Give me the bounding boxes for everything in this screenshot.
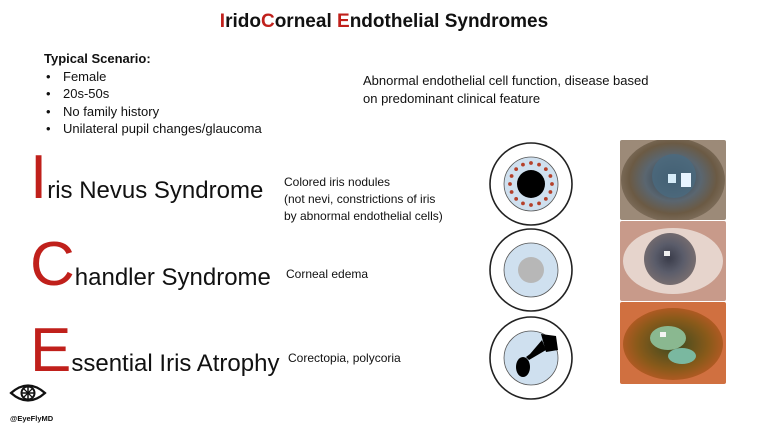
note-line: Corneal edema — [286, 267, 369, 281]
syndrome-name: ris Nevus Syndrome — [47, 177, 264, 204]
description-text: Abnormal endothelial cell function, dise… — [363, 73, 649, 106]
eye-logo-icon — [9, 384, 47, 402]
scenario-heading: Typical Scenario: — [44, 51, 151, 66]
list-item: Unilateral pupil changes/glaucoma — [44, 120, 262, 138]
syndrome-letter: C — [30, 230, 75, 299]
note-line: Colored iris nodules — [284, 175, 391, 189]
page-title: IridoCorneal Endothelial Syndromes — [0, 11, 768, 33]
logo: @EyeFlyMD — [8, 378, 54, 423]
nodule-dot — [543, 196, 548, 201]
note-line: Corectopia, polycoria — [288, 351, 401, 365]
title-part: rido — [225, 11, 261, 32]
nodule-dot — [521, 201, 525, 206]
syndrome-note: Corneal edema — [286, 266, 368, 283]
nodule-dot — [537, 201, 541, 206]
corneal-edema-diagram — [489, 228, 573, 312]
syndrome-name: ssential Iris Atrophy — [71, 350, 280, 377]
nodule-dot — [529, 203, 533, 207]
title-part: I — [219, 11, 226, 32]
typical-scenario: Typical Scenario: Female 20s-50s No fami… — [44, 50, 262, 138]
nodule-dot — [509, 190, 514, 194]
syndrome-chandler: Chandler Syndrome — [30, 234, 271, 296]
note-line: by abnormal endothelial cells) — [284, 209, 443, 223]
list-item: Female — [44, 68, 262, 86]
syndrome-iris-nevus: Iris Nevus Syndrome — [30, 147, 263, 209]
syndrome-note: Corectopia, polycoria — [288, 350, 401, 367]
list-item: 20s-50s — [44, 85, 262, 103]
iris-nodules-diagram — [489, 142, 573, 226]
title-part: ndothelial Syndromes — [349, 11, 549, 32]
logo-handle: @EyeFlyMD — [10, 414, 54, 423]
syndrome-letter: I — [30, 143, 48, 212]
nodule-dot — [548, 190, 553, 194]
nodule-dot — [548, 174, 553, 178]
syndrome-name: handler Syndrome — [74, 264, 271, 291]
title-part: E — [337, 11, 350, 32]
essential-iris-atrophy-photo — [620, 302, 726, 384]
nodule-dot — [509, 174, 514, 178]
title-part: C — [260, 11, 275, 32]
nodule-dot — [550, 182, 554, 186]
nodule-dot — [508, 182, 512, 186]
syndrome-note: Colored iris nodules (not nevi, constric… — [284, 174, 443, 225]
syndrome-essential-iris-atrophy: Essential Iris Atrophy — [30, 320, 279, 382]
title-part: orneal — [274, 11, 338, 32]
nodule-dot — [521, 162, 525, 167]
scenario-list: Female 20s-50s No family history Unilate… — [44, 68, 262, 138]
nodule-dot — [514, 196, 519, 201]
nodule-dot — [529, 161, 533, 165]
corectopia-diagram — [489, 316, 573, 400]
syndrome-letter: E — [30, 316, 72, 385]
nodule-dot — [537, 162, 541, 167]
list-item: No family history — [44, 103, 262, 121]
nodule-dot — [514, 167, 519, 172]
chandler-photo — [620, 221, 726, 301]
nodule-dot — [543, 167, 548, 172]
note-line: (not nevi, constrictions of iris — [284, 192, 436, 206]
iris-nevus-photo — [620, 140, 726, 220]
